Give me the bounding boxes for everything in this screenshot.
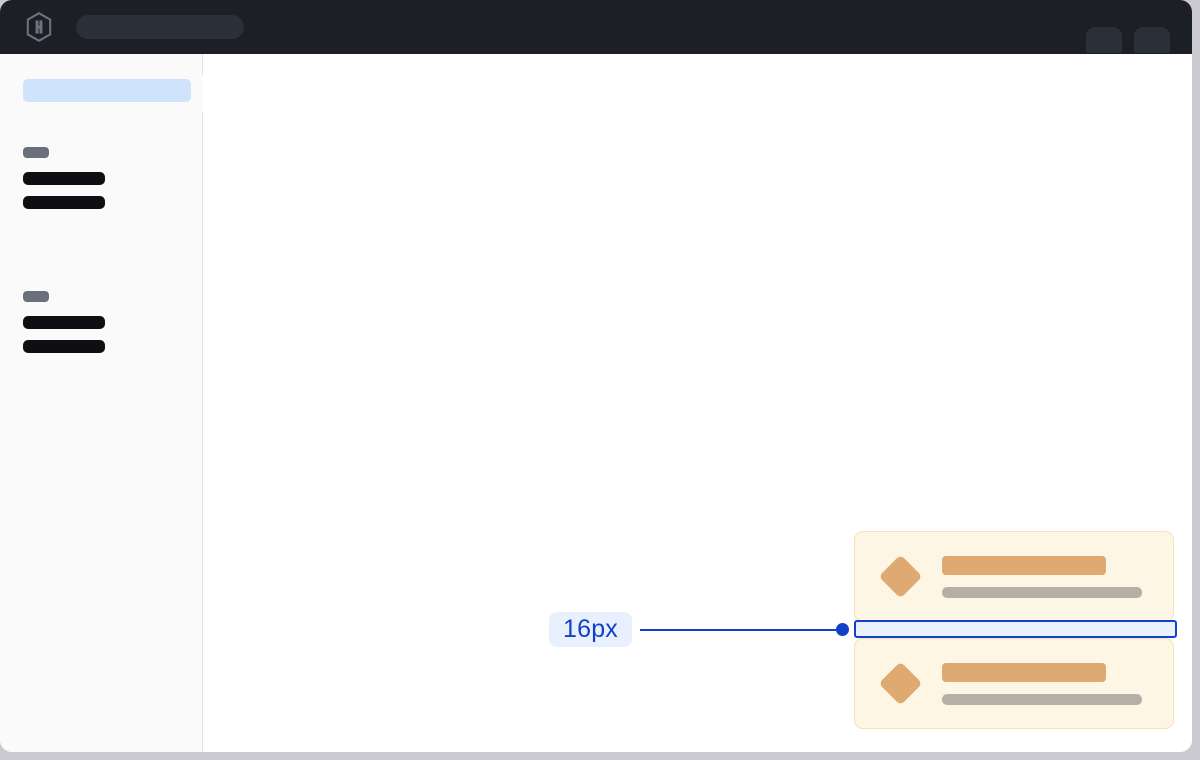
- diamond-warning-icon: [878, 661, 923, 706]
- alert-card-second-text: [942, 662, 1142, 705]
- diamond-warning-icon: [878, 554, 923, 599]
- alert-card-first-subtitle: [942, 586, 1142, 598]
- measurement-leader-dot-icon: [836, 623, 849, 636]
- sidebar-group-2: [23, 291, 105, 364]
- alert-card-second-subtitle: [942, 693, 1142, 705]
- sidebar-group-1-label: [23, 147, 49, 158]
- sidebar-group-2-label: [23, 291, 49, 302]
- alert-card-second[interactable]: [854, 638, 1174, 729]
- sidebar-item-2-1[interactable]: [23, 316, 105, 329]
- sidebar-item-1-2[interactable]: [23, 196, 105, 209]
- search-input[interactable]: [76, 15, 244, 39]
- topbar-chip-primary[interactable]: [1086, 27, 1122, 53]
- hashicorp-hexagon-logo-icon[interactable]: [26, 12, 52, 42]
- topbar-actions: [1086, 0, 1170, 54]
- sidebar-item-1-1[interactable]: [23, 172, 105, 185]
- measurement-leader-line: [640, 628, 842, 631]
- spacing-measurement-label: 16px: [549, 612, 633, 647]
- alert-card-first-text: [942, 555, 1142, 598]
- alert-card-list: [854, 531, 1174, 729]
- topbar-chip-secondary[interactable]: [1134, 27, 1170, 53]
- sidebar-group-1: [23, 147, 105, 220]
- sidebar-item-2-2[interactable]: [23, 340, 105, 353]
- alert-card-second-title: [942, 662, 1106, 682]
- sidebar-item-selected[interactable]: [23, 79, 191, 102]
- alert-card-first-title: [942, 555, 1106, 575]
- top-navigation-bar: [0, 0, 1192, 54]
- spacing-measurement-band[interactable]: [854, 620, 1177, 638]
- alert-card-first[interactable]: [854, 531, 1174, 622]
- sidebar: [0, 54, 203, 752]
